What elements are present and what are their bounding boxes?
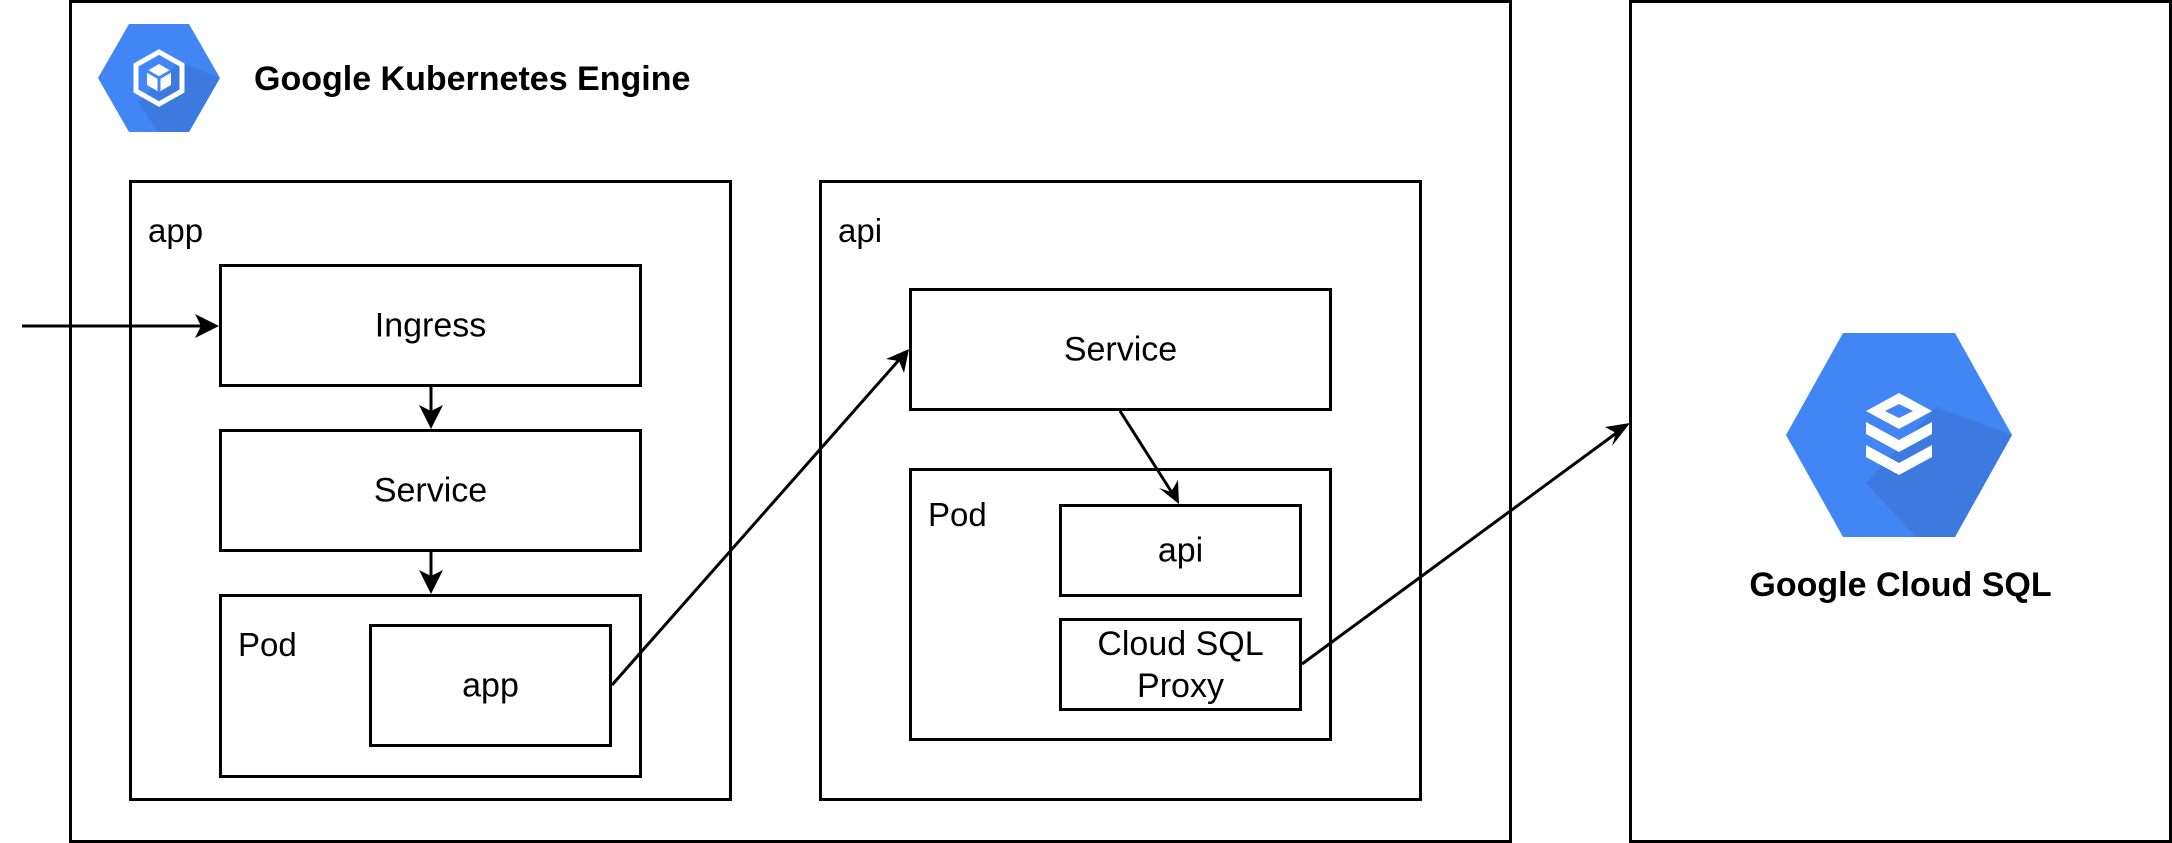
arrowhead-service-pod bbox=[419, 570, 443, 594]
arrowhead-ingress-service bbox=[419, 405, 443, 429]
api-container-box: api bbox=[1059, 504, 1302, 597]
app-ingress-box: Ingress bbox=[219, 264, 642, 387]
kubernetes-engine-hexagon-icon bbox=[98, 24, 220, 132]
cloud-sql-hexagon-icon bbox=[1786, 333, 2012, 537]
app-service-box: Service bbox=[219, 429, 642, 552]
cloud-sql-proxy-box: Cloud SQL Proxy bbox=[1059, 618, 1302, 711]
arrow-app-to-api-service bbox=[610, 351, 908, 686]
app-namespace-label: app bbox=[148, 212, 204, 249]
cloud-sql-proxy-label: Cloud SQL Proxy bbox=[1097, 624, 1264, 705]
app-container-label: app bbox=[462, 666, 519, 705]
arrow-proxy-to-cloudsql bbox=[1301, 424, 1627, 666]
arrowhead-cloudsql bbox=[1605, 423, 1630, 446]
arrowhead-external bbox=[195, 314, 219, 338]
app-ingress-label: Ingress bbox=[374, 306, 487, 345]
gke-title: Google Kubernetes Engine bbox=[254, 60, 691, 98]
api-namespace-label: api bbox=[838, 212, 883, 249]
api-service-label: Service bbox=[1063, 330, 1178, 369]
app-container-box: app bbox=[369, 624, 612, 747]
arrow-api-service-to-api bbox=[1118, 410, 1178, 500]
app-pod-label: Pod bbox=[238, 626, 297, 663]
api-container-label: api bbox=[1157, 531, 1204, 570]
cloud-sql-title: Google Cloud SQL bbox=[1749, 566, 2052, 604]
arrowhead-app-api bbox=[886, 349, 909, 373]
api-pod-label: Pod bbox=[928, 496, 987, 533]
app-service-label: Service bbox=[373, 471, 488, 510]
arrowhead-api-container bbox=[1159, 480, 1179, 504]
api-service-box: Service bbox=[909, 288, 1332, 411]
